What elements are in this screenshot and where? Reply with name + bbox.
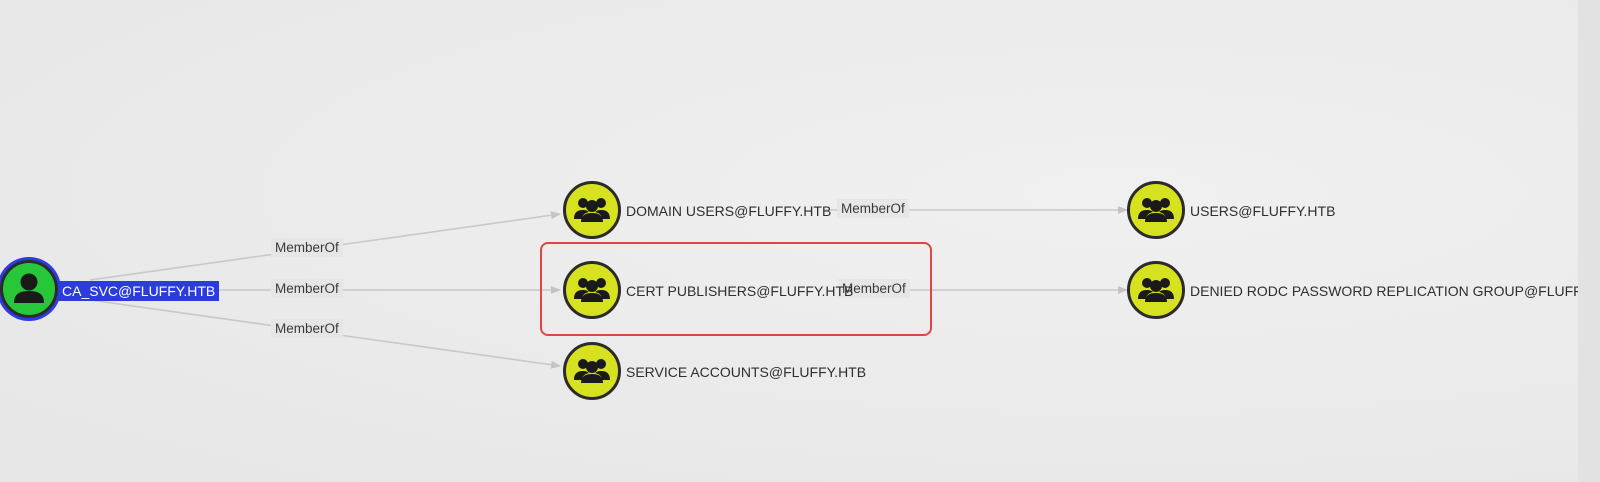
- node-users[interactable]: [1127, 181, 1185, 239]
- edge-label-ca-svc-service-accounts[interactable]: MemberOf: [271, 319, 343, 338]
- edge-label-cert-publishers-denied-rodc[interactable]: MemberOf: [838, 279, 910, 298]
- edge-label-ca-svc-cert-publishers[interactable]: MemberOf: [271, 279, 343, 298]
- edge-label-ca-svc-domain-users[interactable]: MemberOf: [271, 238, 343, 257]
- node-cert-publishers[interactable]: [563, 261, 621, 319]
- node-label-service-accounts[interactable]: SERVICE ACCOUNTS@FLUFFY.HTB: [626, 364, 867, 380]
- node-ca-svc[interactable]: [0, 260, 58, 318]
- vertical-scrollbar[interactable]: [1578, 0, 1600, 482]
- group-icon: [1138, 278, 1174, 302]
- group-icon: [574, 198, 610, 222]
- group-icon: [574, 359, 610, 383]
- node-label-ca-svc[interactable]: CA_SVC@FLUFFY.HTB: [58, 281, 220, 301]
- node-label-denied-rodc[interactable]: DENIED RODC PASSWORD REPLICATION GROUP@F…: [1190, 283, 1600, 299]
- node-service-accounts[interactable]: [563, 342, 621, 400]
- node-label-domain-users[interactable]: DOMAIN USERS@FLUFFY.HTB: [626, 203, 832, 219]
- user-icon: [14, 273, 44, 303]
- node-label-users[interactable]: USERS@FLUFFY.HTB: [1190, 203, 1336, 219]
- group-icon: [574, 278, 610, 302]
- highlight-box: [540, 242, 932, 336]
- edge-label-domain-users-users[interactable]: MemberOf: [837, 199, 909, 218]
- node-label-cert-publishers[interactable]: CERT PUBLISHERS@FLUFFY.HTB: [626, 283, 854, 299]
- node-domain-users[interactable]: [563, 181, 621, 239]
- group-icon: [1138, 198, 1174, 222]
- node-denied-rodc[interactable]: [1127, 261, 1185, 319]
